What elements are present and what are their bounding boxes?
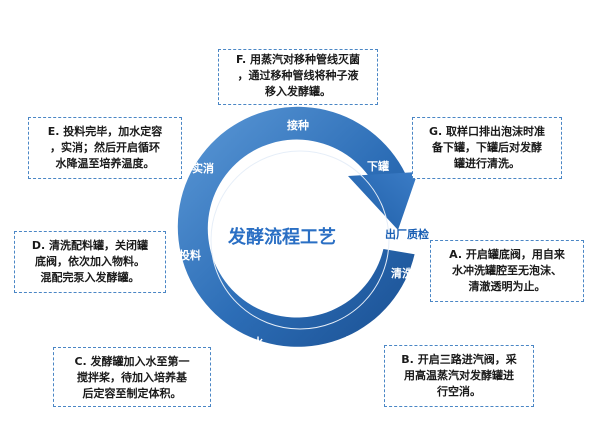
step-g-line-1: G. 取样口排出泡沫时准 <box>428 125 546 138</box>
step-f-line-1: F. 用蒸汽对移种管线灭菌 <box>236 53 360 66</box>
step-b-line-1: B. 开启三路进汽阀，采 <box>401 353 517 366</box>
step-a-line-3: 清澈透明为止。 <box>468 280 546 293</box>
ring-label-feed: 投料 <box>179 248 201 262</box>
step-f-line-2: ，通过移种管线将种子液 <box>237 69 359 82</box>
step-box-f: F. 用蒸汽对移种管线灭菌 ，通过移种管线将种子液 移入发酵罐。 <box>218 49 378 105</box>
step-box-e: E. 投料完毕，加水定容 ，实消；然后开启循环 水降温至培养温度。 <box>28 117 182 179</box>
step-e-line-1: E. 投料完毕，加水定容 <box>47 125 163 138</box>
step-c-line-3: 后定容至制定体积。 <box>82 387 182 400</box>
step-box-b: B. 开启三路进汽阀，采 用高温蒸汽对发酵罐进 行空消。 <box>384 345 534 407</box>
ring-label-qc-release: 出厂质检 <box>385 227 429 241</box>
step-g-line-2: 备下罐，下罐后对发酵 <box>432 141 542 154</box>
step-box-d: D. 清洗配料罐，关闭罐 底阀，依次加入物料。 混配完泵入发酵罐。 <box>14 231 166 293</box>
step-b-line-3: 行空消。 <box>437 385 481 398</box>
step-e-line-2: ，实消；然后开启循环 <box>50 141 160 154</box>
step-d-line-1: D. 清洗配料罐，关闭罐 <box>31 239 149 252</box>
step-d-line-2: 底阀，依次加入物料。 <box>35 255 145 268</box>
step-box-c: C. 发酵罐加入水至第一 搅拌桨，待加入培养基 后定容至制定体积。 <box>53 347 211 407</box>
ring-label-tank-down: 下罐 <box>367 159 389 173</box>
step-c-line-2: 搅拌桨，待加入培养基 <box>77 371 187 384</box>
step-a-line-1: A. 开启罐底阀，用自来 <box>449 248 565 261</box>
step-g-line-3: 罐进行清洗。 <box>454 157 520 170</box>
ring-label-cleaning: 清洗 <box>391 266 413 280</box>
step-a-line-2: 水冲洗罐腔至无泡沫、 <box>452 264 562 277</box>
step-d-line-3: 混配完泵入发酵罐。 <box>40 271 140 284</box>
ring-label-add-base-water: 加底水 <box>230 335 265 349</box>
ring-label-actual-sterilize: 实消 <box>192 161 214 175</box>
step-f-line-3: 移入发酵罐。 <box>265 85 331 98</box>
ring-arrow-head <box>348 172 418 230</box>
ring-label-empty-sterilize: 空消 <box>346 333 368 347</box>
ring-label-inoculate: 接种 <box>287 118 309 132</box>
step-c-line-1: C. 发酵罐加入水至第一 <box>74 355 190 368</box>
diagram-title: 发酵流程工艺 <box>227 226 336 248</box>
step-box-a: A. 开启罐底阀，用自来 水冲洗罐腔至无泡沫、 清澈透明为止。 <box>430 240 584 302</box>
step-e-line-3: 水降温至培养温度。 <box>55 157 155 170</box>
step-box-g: G. 取样口排出泡沫时准 备下罐，下罐后对发酵 罐进行清洗。 <box>412 117 562 179</box>
step-b-line-2: 用高温蒸汽对发酵罐进 <box>404 369 514 382</box>
